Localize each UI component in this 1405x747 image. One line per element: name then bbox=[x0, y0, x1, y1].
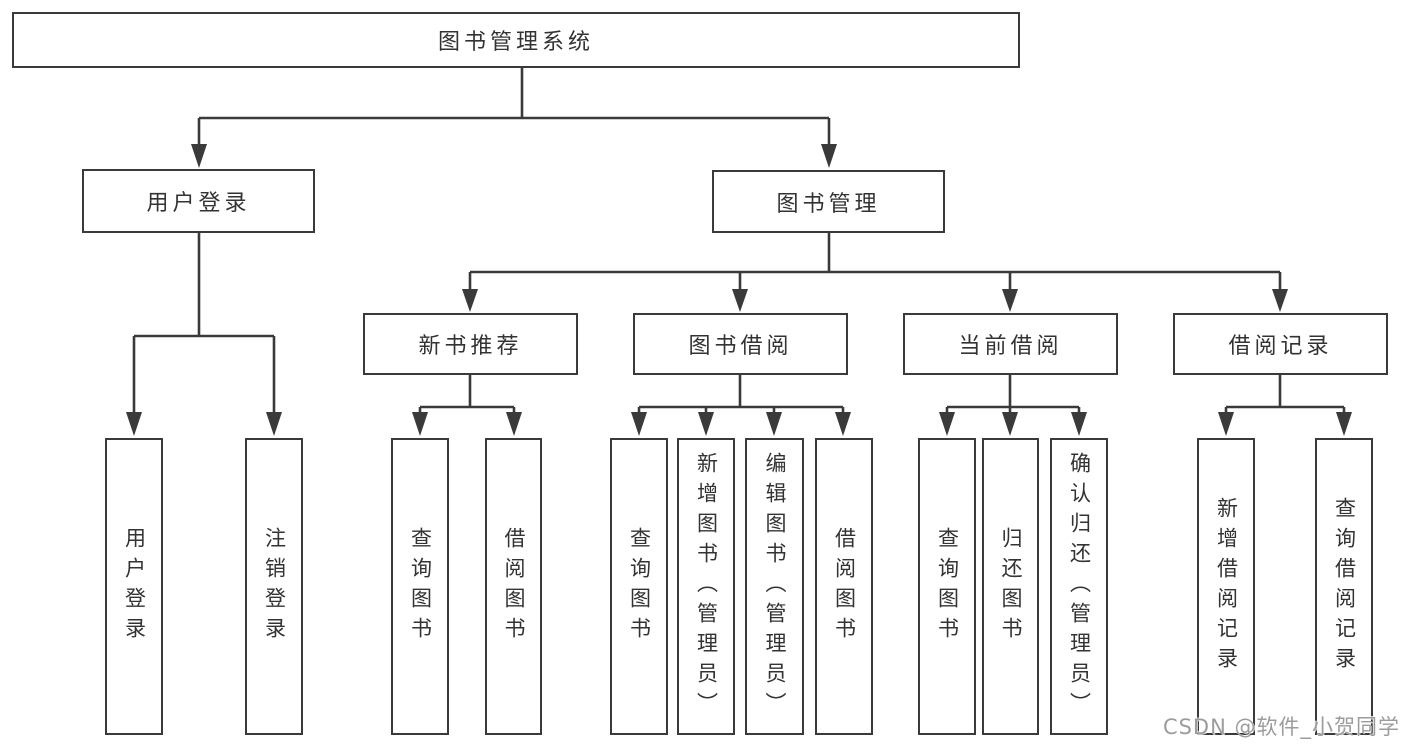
node-current-borrowing: 当前借阅 bbox=[903, 313, 1118, 375]
leaf-edit-books-admin: 编辑图书（管理员） bbox=[745, 438, 804, 735]
node-borrowing-records: 借阅记录 bbox=[1173, 313, 1388, 375]
leaf-query-borrow-record: 查询借阅记录 bbox=[1315, 438, 1373, 735]
leaf-add-borrow-record: 新增借阅记录 bbox=[1197, 438, 1255, 735]
edges-book-management-modules bbox=[462, 233, 1288, 312]
leaf-borrow-books-borrowing: 借阅图书 bbox=[815, 438, 873, 735]
leaf-add-books-admin: 新增图书（管理员） bbox=[677, 438, 735, 735]
leaf-query-books-current: 查询图书 bbox=[918, 438, 976, 735]
leaf-borrow-books-recommend: 借阅图书 bbox=[485, 438, 542, 735]
leaf-confirm-return-admin: 确认归还（管理员） bbox=[1050, 438, 1108, 735]
node-book-borrowing: 图书借阅 bbox=[633, 313, 848, 375]
leaf-user-login: 用户登录 bbox=[105, 438, 163, 735]
node-book-management-system: 图书管理系统 bbox=[12, 12, 1020, 68]
node-book-management: 图书管理 bbox=[712, 170, 945, 233]
node-new-book-recommend: 新书推荐 bbox=[363, 313, 578, 375]
edges-book-borrowing-children bbox=[631, 375, 851, 436]
node-user-login: 用户登录 bbox=[82, 169, 315, 233]
edges-user-login-children bbox=[126, 233, 282, 436]
leaf-return-books: 归还图书 bbox=[982, 438, 1039, 735]
edges-root-to-level2 bbox=[191, 68, 837, 168]
edges-current-borrowing-children bbox=[939, 375, 1087, 436]
leaf-query-books-recommend: 查询图书 bbox=[391, 438, 449, 735]
leaf-query-books-borrowing: 查询图书 bbox=[610, 438, 668, 735]
edges-borrowing-records-children bbox=[1218, 375, 1352, 436]
edges-new-book-recommend-children bbox=[412, 375, 522, 436]
csdn-watermark: CSDN @软件_小贺同学 bbox=[1162, 715, 1400, 739]
leaf-logout: 注销登录 bbox=[245, 438, 303, 735]
